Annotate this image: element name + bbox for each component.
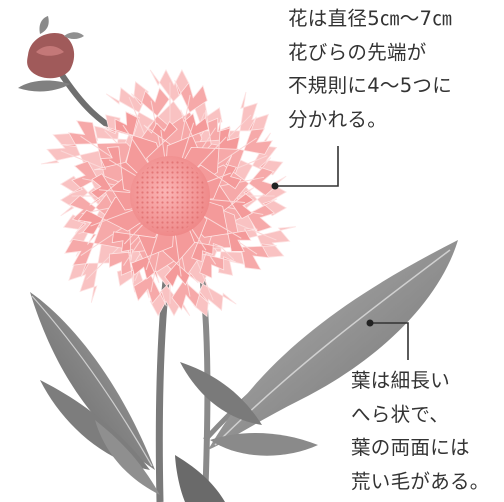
leaf-annotation: 葉は細長い へら状で、 葉の両面には 荒い毛がある。 (351, 364, 490, 498)
flower-callout-dot (271, 182, 279, 190)
flower-bud (18, 16, 84, 92)
leaf-annotation-line: へら状で、 (351, 402, 450, 426)
flower-annotation-line: 花は直径5㎝～7㎝ (288, 7, 453, 30)
flower-annotation: 花は直径5㎝～7㎝ 花びらの先端が 不規則に4～5つに 分かれる。 (288, 2, 452, 136)
leaf-annotation-line: 葉は細長い (351, 369, 451, 392)
long-leaf (208, 240, 458, 450)
flower-annotation-line: 花びらの先端が (288, 40, 427, 64)
leaf-callout-line (370, 322, 409, 360)
flower-annotation-line: 不規則に4～5つに (288, 74, 453, 97)
flower-callout-line (275, 146, 339, 187)
leaf-annotation-line: 葉の両面には (351, 436, 470, 459)
leaf-annotation-line: 荒い毛がある。 (351, 469, 490, 493)
leaf-callout-dot (366, 319, 374, 327)
leaves (30, 240, 458, 502)
flower-head (40, 69, 296, 318)
callouts (271, 146, 409, 360)
flower-annotation-line: 分かれる。 (288, 107, 388, 131)
